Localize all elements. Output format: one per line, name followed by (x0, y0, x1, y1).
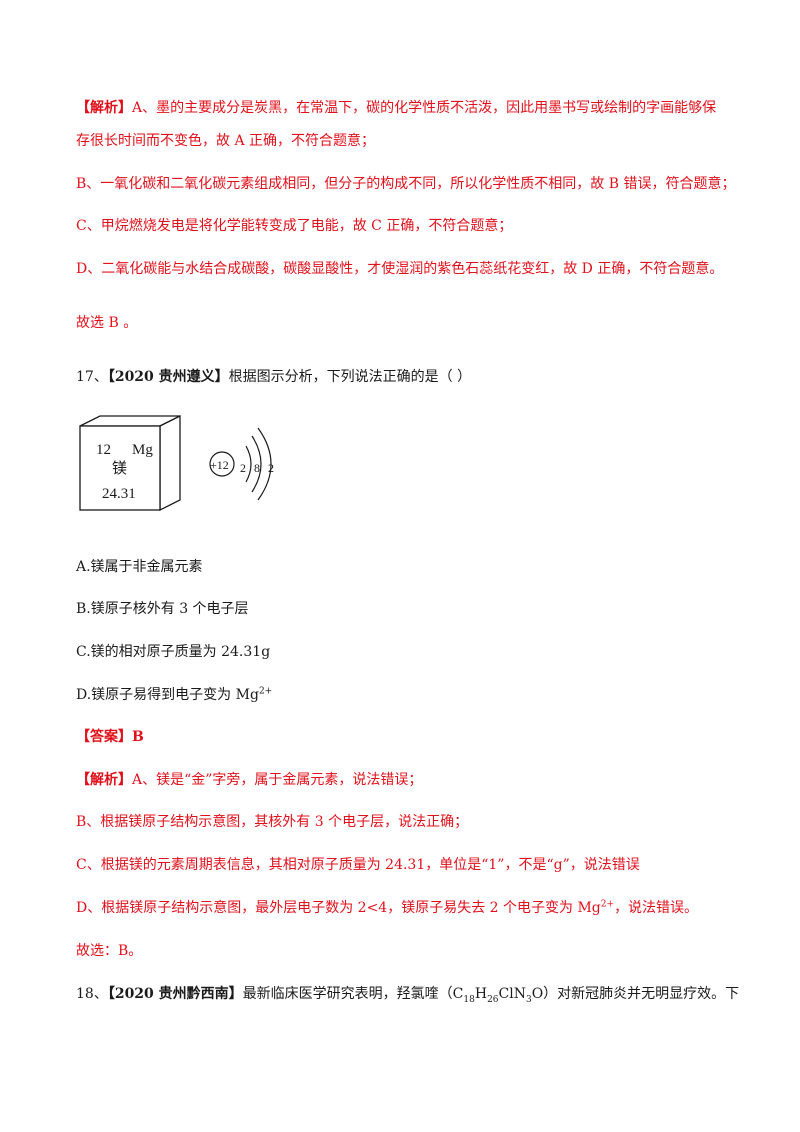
electron-shell-2 (251, 435, 262, 493)
q17-figure-svg: 12 Mg 镁 24.31 +12 2 8 2 (79, 414, 274, 512)
q17-number: 17、 (76, 369, 108, 385)
q17-stem-line: 17、【2020 贵州遵义】根据图示分析，下列说法正确的是（ ） (76, 367, 471, 387)
analysis16-line-c: C、甲烷燃烧发电是将化学能转变成了电能，故 C 正确，不符合题意； (76, 218, 513, 234)
q17-analysis-d: D、根据镁原子结构示意图，最外层电子数为 2<4，镁原子易失去 2 个电子变为 … (76, 898, 698, 918)
analysis16-label: 【解析】 (76, 100, 132, 116)
q17-option-d: D.镁原子易得到电子变为 Mg2+ (76, 685, 272, 705)
q17-analysis-a: 【解析】A、镁是“金”字旁，属于金属元素，说法错误； (76, 770, 422, 790)
q17-option-d-text: D.镁原子易得到电子变为 Mg (76, 687, 259, 703)
nucleus-circle (209, 451, 235, 477)
analysis16-a-text: A、墨的主要成分是炭黑，在常温下，碳的化学性质不活泼，因此用墨书写或绘制的字画能… (132, 100, 717, 116)
tile-front-face (79, 425, 161, 511)
q17-stem: 根据图示分析，下列说法正确的是（ ） (228, 369, 472, 385)
periodic-tile (79, 414, 181, 512)
q18-stem-before: 最新临床医学研究表明，羟氯喹（C (242, 986, 464, 1002)
atom-structure-diagram (209, 427, 272, 501)
q18-formula-sub-1: 18 (463, 994, 475, 1005)
analysis16-line-a2: 存很长时间而不变色，故 A 正确，不符合题意； (76, 133, 376, 149)
shell-1-count: 2 (240, 461, 246, 475)
q18-stem-after: O）对新冠肺炎并无明显疗效。下 (531, 986, 740, 1002)
q17-conclusion: 故选：B。 (76, 943, 143, 959)
electron-shell-1 (245, 445, 252, 483)
q18-formula-sub-3: 3 (525, 994, 532, 1005)
q17-analysis-d-text: D、根据镁原子结构示意图，最外层电子数为 2<4，镁原子易失去 2 个电子变为 … (76, 900, 601, 916)
tile-atomic-number: 12 (96, 442, 111, 458)
tile-element-name: 镁 (112, 459, 127, 477)
q17-source: 【2020 贵州遵义】 (107, 369, 229, 385)
tile-side-face (159, 414, 181, 512)
q17-option-d-charge: 2+ (258, 686, 273, 697)
q17-option-a: A.镁属于非金属元素 (76, 559, 203, 575)
q17-figure: 12 Mg 镁 24.31 +12 2 8 2 (76, 400, 296, 520)
analysis16-line-d: D、二氧化碳能与水结合成碳酸，碳酸显酸性，才使湿润的紫色石蕊纸花变红，故 D 正… (76, 261, 724, 277)
q17-analysis-d-tail: ，说法错误。 (614, 900, 699, 916)
tile-symbol: Mg (132, 442, 153, 458)
q17-option-c: C.镁的相对原子质量为 24.31g (76, 644, 271, 660)
q18-formula-cln: ClN (498, 986, 526, 1002)
shell-3-count: 2 (268, 461, 274, 475)
q17-analysis-b: B、根据镁原子结构示意图，其核外有 3 个电子层，说法正确； (76, 814, 469, 830)
analysis16-line-b: B、一氧化碳和二氧化碳元素组成相同，但分子的构成不同，所以化学性质不相同，故 B… (76, 176, 736, 192)
nucleus-charge: +12 (210, 458, 229, 472)
q18-source: 【2020 贵州黔西南】 (107, 986, 243, 1002)
q18-stem-line: 18、【2020 贵州黔西南】最新临床医学研究表明，羟氯喹（C18H26ClN3… (76, 984, 739, 1004)
q18-number: 18、 (76, 986, 108, 1002)
q17-option-b: B.镁原子核外有 3 个电子层 (76, 601, 249, 617)
q17-analysis-label: 【解析】 (76, 772, 132, 788)
analysis16-conclusion: 故选 B 。 (76, 315, 138, 331)
tile-atomic-mass: 24.31 (102, 486, 136, 502)
q17-answer: 【答案】B (76, 729, 144, 745)
q18-formula-h: H (474, 986, 488, 1002)
q17-analysis-d-charge: 2+ (600, 899, 615, 910)
analysis16-line-a1: 【解析】A、墨的主要成分是炭黑，在常温下，碳的化学性质不活泼，因此用墨书写或绘制… (76, 98, 716, 118)
electron-shell-3 (257, 427, 272, 501)
q17-analysis-c: C、根据镁的元素周期表信息，其相对原子质量为 24.31，单位是“1”，不是“g… (76, 857, 640, 873)
q18-formula-sub-2: 26 (487, 994, 499, 1005)
shell-2-count: 8 (254, 461, 260, 475)
q17-analysis-a-text: A、镁是“金”字旁，属于金属元素，说法错误； (132, 772, 423, 788)
